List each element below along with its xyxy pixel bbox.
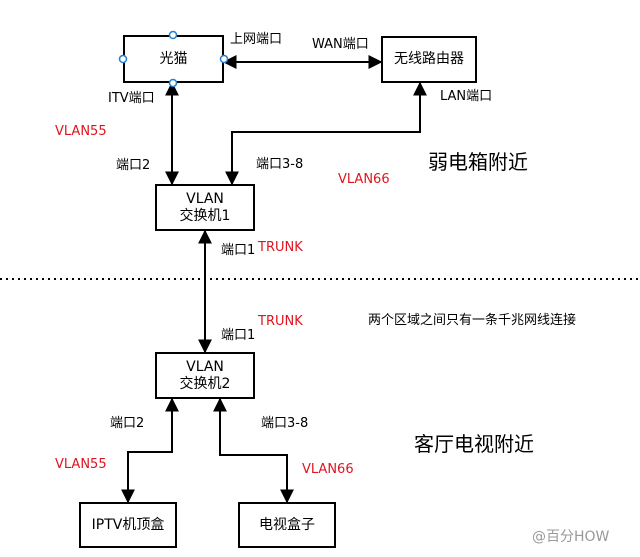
tvbox-node[interactable]: 电视盒子 [238, 502, 336, 548]
link-switch2-iptv [121, 397, 179, 504]
switch2-label-line2: 交换机2 [179, 375, 231, 392]
switch1-node[interactable]: VLAN 交换机1 [155, 184, 255, 231]
switch1-port3-8-label: 端口3-8 [256, 157, 304, 172]
vlan66-bottom-label: VLAN66 [302, 462, 354, 477]
switch2-port3-8-label: 端口3-8 [261, 416, 309, 431]
wan-port-label: WAN端口 [312, 37, 369, 52]
trunk-bottom-label: TRUNK [258, 314, 303, 329]
trunk-top-label: TRUNK [258, 240, 303, 255]
switch2-port1-label: 端口1 [221, 328, 256, 343]
guangmao-node[interactable]: 光猫 [123, 35, 224, 83]
guangmao-label: 光猫 [159, 50, 188, 67]
router-label: 无线路由器 [394, 51, 464, 67]
tvbox-label: 电视盒子 [259, 516, 315, 533]
cable-note: 两个区域之间只有一条千兆网线连接 [368, 313, 577, 328]
switch2-node[interactable]: VLAN 交换机2 [155, 352, 255, 399]
switch2-label-line1: VLAN [186, 358, 224, 375]
vlan66-top-label: VLAN66 [338, 172, 390, 187]
iptv-node[interactable]: IPTV机顶盒 [79, 502, 177, 548]
switch1-port1-label: 端口1 [221, 243, 256, 258]
vlan55-top-label: VLAN55 [55, 124, 107, 139]
lan-port-label: LAN端口 [440, 89, 493, 104]
watermark: @百分HOW [532, 529, 610, 545]
link-router-switch1 [225, 81, 427, 186]
area-top-title: 弱电箱附近 [428, 150, 528, 174]
vlan55-bottom-label: VLAN55 [55, 457, 107, 472]
itv-port-label: ITV端口 [108, 91, 155, 106]
switch1-label-line2: 交换机1 [179, 207, 231, 224]
switch2-port2-label: 端口2 [110, 416, 145, 431]
router-node[interactable]: 无线路由器 [381, 36, 477, 83]
switch1-label-line1: VLAN [186, 190, 224, 207]
switch1-port2-label: 端口2 [116, 158, 151, 173]
area-bottom-title: 客厅电视附近 [414, 432, 534, 456]
uplink-port-label: 上网端口 [230, 32, 283, 47]
iptv-label: IPTV机顶盒 [91, 516, 165, 533]
link-switch2-tvbox [213, 397, 294, 504]
